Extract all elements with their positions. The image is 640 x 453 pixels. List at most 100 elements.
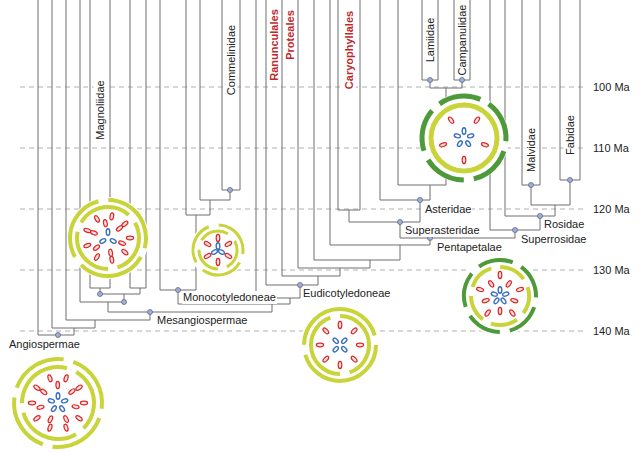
clade-label: Eudicotyledoneae (302, 287, 391, 300)
stamen (33, 415, 41, 422)
stamen (498, 307, 502, 314)
clade-label: Lamiidae (424, 17, 437, 64)
diagram-ground (10, 355, 106, 451)
stamen (103, 219, 108, 227)
stamen (63, 415, 69, 423)
carpel (467, 133, 474, 138)
stamen (109, 212, 114, 220)
stamen (28, 401, 35, 405)
stamen (488, 280, 495, 288)
carpel (48, 398, 55, 403)
carpel (110, 238, 117, 244)
stamen (462, 156, 466, 163)
perianth-ring (2, 347, 115, 453)
time-label: 100 Ma (592, 81, 631, 94)
stamen (482, 298, 490, 304)
stamen (118, 240, 126, 246)
carpel (106, 229, 110, 235)
carpel (51, 405, 58, 412)
clade-label: Commelinidae (225, 24, 238, 96)
clade-label: Pentapetalae (436, 241, 503, 254)
stamen (40, 388, 48, 395)
stamen (484, 309, 491, 317)
stamen (439, 142, 447, 148)
stamen (224, 253, 232, 260)
perianth-ring (311, 316, 369, 374)
clade-label: Fabidae (564, 114, 577, 156)
stamen (90, 230, 98, 236)
perianth-ring (431, 105, 497, 171)
stamen (108, 249, 113, 257)
stamen (75, 415, 83, 422)
stamen (473, 116, 480, 124)
carpel (99, 238, 106, 244)
stamen (498, 271, 502, 278)
perianth-ring (77, 207, 139, 269)
time-label: 130 Ma (592, 264, 631, 277)
clade-label: Monocotyledoneae (182, 291, 277, 304)
stamen (224, 241, 232, 248)
stamen (216, 234, 220, 241)
carpel (61, 398, 68, 403)
stamen (356, 343, 363, 347)
clade-label: Superasteridae (404, 224, 481, 237)
floral-diagram (300, 305, 380, 385)
carpel (465, 140, 472, 147)
stamen (509, 309, 516, 317)
diagram-ground (190, 222, 246, 278)
carpel (341, 337, 348, 344)
perianth-ring (56, 186, 160, 290)
carpel (500, 297, 507, 304)
carpel (211, 249, 218, 255)
perianth-ring (9, 354, 107, 452)
clade-label: Asteridae (424, 203, 472, 216)
perianth-ring (304, 309, 376, 381)
perianth-ring (450, 246, 551, 347)
perianth-ring (184, 216, 252, 284)
stamen (116, 225, 124, 232)
carpel (332, 337, 339, 344)
clade-label: Caryophyllales (343, 10, 356, 90)
perianth-ring (463, 259, 536, 332)
carpel (498, 287, 502, 293)
floral-diagram (56, 186, 160, 290)
clade-label: Proteales (284, 9, 297, 61)
stamen (56, 381, 60, 388)
time-label: 110 Ma (592, 142, 630, 155)
floral-diagram (2, 347, 115, 453)
stamen (476, 287, 484, 293)
stamen (338, 361, 342, 368)
clade-label: Ranunculales (268, 8, 281, 82)
stamen (47, 374, 53, 382)
carpel (457, 140, 464, 147)
carpel (502, 291, 509, 296)
stamen (94, 215, 101, 223)
stamen (47, 415, 53, 423)
stamen (63, 374, 69, 382)
clade-label: Angiospermae (8, 338, 81, 351)
clade-label: Magnoliidae (94, 79, 107, 140)
clade-label: Mesangiospermae (156, 314, 249, 327)
carpel (491, 291, 498, 296)
stamen (80, 401, 87, 405)
carpel (454, 133, 461, 138)
carpel (341, 346, 348, 353)
stamen (83, 243, 91, 249)
diagram-ground (419, 93, 509, 183)
stamen (75, 384, 83, 391)
stamen (121, 248, 129, 255)
stamen (350, 355, 358, 363)
stamen (47, 424, 53, 432)
stamen (126, 236, 133, 240)
stamen (216, 258, 220, 265)
stamen (68, 388, 76, 395)
stamen (338, 321, 342, 328)
carpel (216, 243, 220, 249)
floral-diagram (184, 216, 252, 284)
stamen (481, 142, 489, 148)
floral-diagram (405, 79, 522, 196)
time-label: 140 Ma (592, 325, 631, 338)
floral-diagram (450, 246, 551, 347)
stamen (204, 253, 212, 260)
